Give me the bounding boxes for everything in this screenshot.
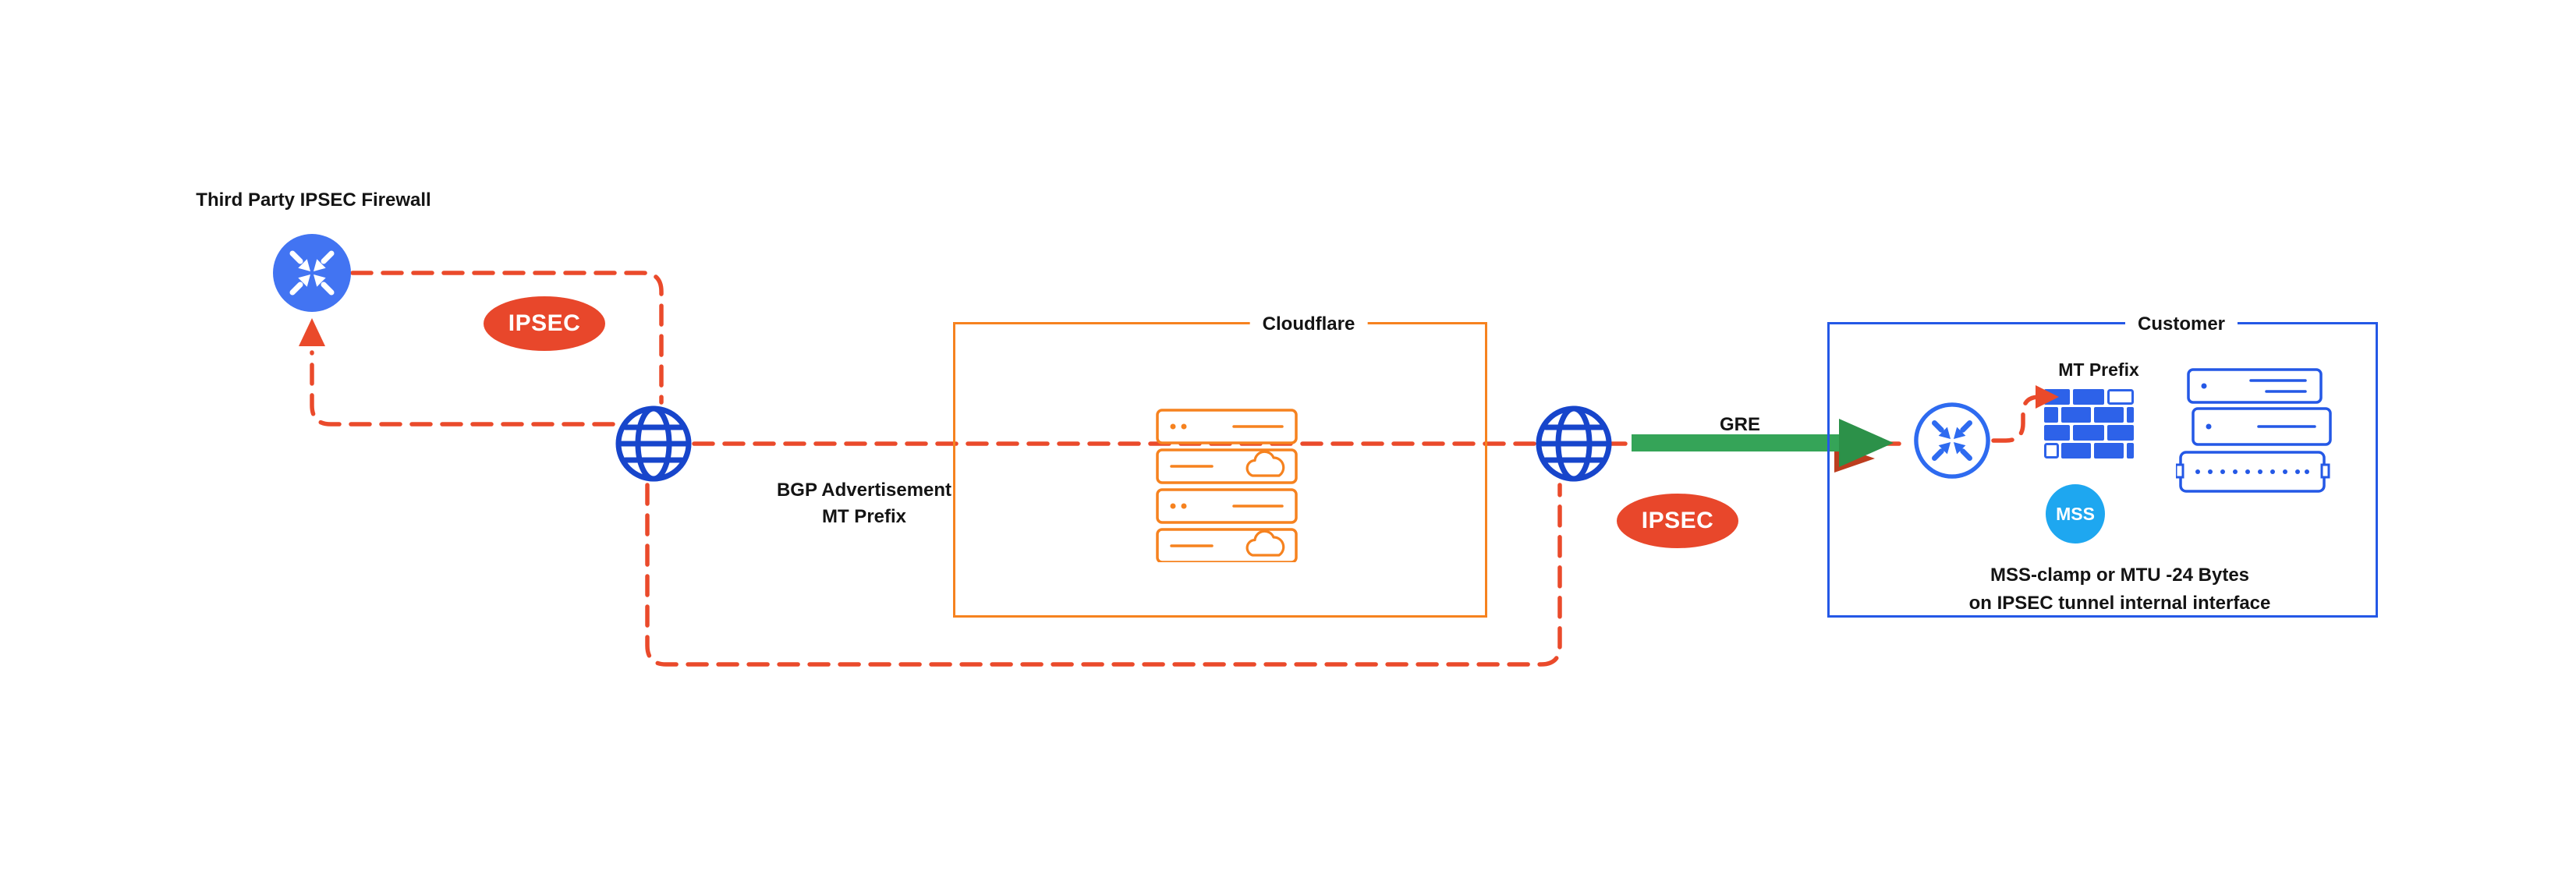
server-stack-icon xyxy=(2174,368,2336,511)
globe-icon xyxy=(613,403,694,488)
mss-clamp-note-line2: on IPSEC tunnel internal interface xyxy=(1968,593,2271,614)
ipsec-path-return xyxy=(310,350,615,427)
router-icon xyxy=(271,232,353,317)
third-party-firewall-label: Third Party IPSEC Firewall xyxy=(196,189,431,211)
customer-box: Customer xyxy=(1827,313,2378,618)
mss-badge-label: MSS xyxy=(2056,503,2095,524)
arrow-right-icon xyxy=(1632,419,1894,467)
ipsec-path-top xyxy=(350,271,664,405)
bottom-loop-path xyxy=(645,483,1562,667)
bgp-advertisement-line2: MT Prefix xyxy=(821,506,907,527)
ipsec-badge-left: IPSEC xyxy=(484,296,605,351)
ipsec-badge-right: IPSEC xyxy=(1617,494,1738,548)
ipsec-badge-right-label: IPSEC xyxy=(1641,508,1714,533)
customer-box-label: Customer xyxy=(2124,313,2238,335)
mss-clamp-note-line1: MSS-clamp or MTU -24 Bytes xyxy=(1990,565,2250,586)
mss-badge: MSS xyxy=(2046,484,2105,543)
router-icon xyxy=(1912,401,1992,484)
bgp-advertisement-label: BGP Advertisement MT Prefix xyxy=(708,477,1020,530)
cloudflare-box: Cloudflare xyxy=(953,313,1487,618)
mt-prefix-label: MT Prefix xyxy=(2058,359,2139,380)
gre-label: GRE xyxy=(1719,414,1760,435)
mt-prefix-arrowhead-icon xyxy=(2036,385,2059,409)
globe-icon xyxy=(1533,403,1614,488)
arrow-up-icon xyxy=(299,318,325,346)
mt-prefix-path xyxy=(1991,395,2042,443)
cloudflare-box-label: Cloudflare xyxy=(1249,313,1368,335)
cloud-icon xyxy=(1245,450,1285,557)
server-stack-icon xyxy=(1156,409,1300,566)
bgp-advertisement-line1: BGP Advertisement xyxy=(776,480,952,501)
mss-clamp-note: MSS-clamp or MTU -24 Bytes on IPSEC tunn… xyxy=(1925,561,2315,618)
ipsec-badge-left-label: IPSEC xyxy=(508,310,581,336)
